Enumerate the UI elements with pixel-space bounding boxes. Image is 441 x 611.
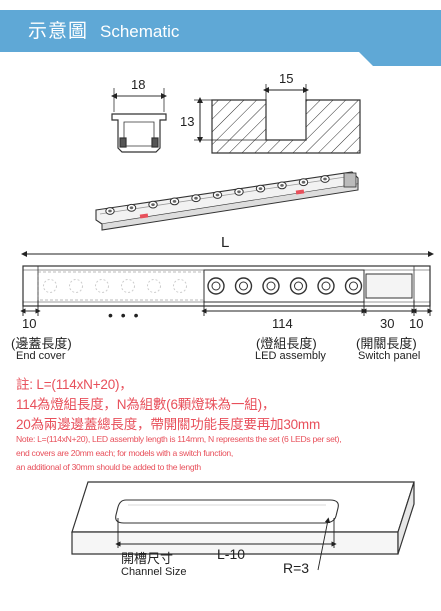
front-led-core [321,281,331,291]
header-banner: 示意圖 Schematic [0,0,441,66]
profile-width-label: 18 [131,77,146,92]
led-assembly-en: LED assembly [255,350,326,362]
note-en-line-3: an additional of 30mm should be added to… [16,462,201,472]
ghost-led [147,279,161,293]
note-cn-line-3: 20為兩邊邊蓋總長度，帶開關功能長度要再加30mm [16,417,321,432]
ghost-led [173,279,187,293]
bar-led-core [129,206,134,210]
channel-length-label: L-10 [217,546,246,562]
end-cover-right-value: 10 [409,316,424,331]
front-led [289,277,308,295]
continuation-dots: • • • [108,307,141,323]
header-banner-shape [0,10,441,66]
light-bar-front-view [22,265,431,307]
channel-size-cn: 開槽尺寸 [121,551,174,566]
note-cn-line-1: 註: L=(114xN+20)， [16,377,133,392]
bar-led-core [237,190,241,194]
title-en: Schematic [100,22,180,41]
front-led [262,277,280,295]
bar-led-core [301,180,306,184]
ghost-led [69,279,83,293]
front-led-core [211,281,221,291]
front-led [317,277,335,295]
front-led [344,277,363,295]
led-assembly-cn: (燈組長度) [256,336,317,351]
front-led-core [239,281,248,291]
end-cover-cn: (邊蓋長度) [11,336,72,351]
front-led-core [349,281,358,291]
switch-panel-cn: (開關長度) [356,336,417,351]
front-led-core [266,281,276,291]
groove-cross-section [194,84,361,154]
bar-led-core [280,184,284,187]
switch-panel-en: Switch panel [358,350,421,362]
bar-led-core [172,200,177,203]
front-led [234,277,253,295]
bar-led-core [323,177,327,181]
bar-led-core [215,193,220,197]
bar-led-core [258,187,263,191]
end-cover-en: End cover [16,350,66,362]
page-title: 示意圖 Schematic [28,16,179,43]
segment-dimensions [20,300,433,316]
ghost-led [95,279,109,293]
bar-leds [105,175,330,215]
channel-dimensions [115,517,337,571]
end-cover-value: 10 [22,316,37,331]
total-length-label: L [221,234,230,251]
bar-led-core [194,196,198,200]
bar-led-core [151,203,155,207]
title-cn: 示意圖 [28,21,89,42]
groove-depth-label: 13 [180,114,195,129]
note-cn-line-2: 114為燈組長度，N為組數(6顆燈珠為一組)， [16,397,276,412]
front-led [207,277,225,295]
bar-led-core [108,209,112,213]
led-assembly-value: 114 [272,316,293,331]
channel-radius-label: R=3 [283,560,310,576]
ghost-led [121,279,135,293]
front-led-core [294,281,303,291]
note-en-line-2: end covers are 20mm each; for models wit… [16,448,234,458]
front-leds [43,277,363,295]
ghost-led [43,279,57,293]
channel-size-en: Channel Size [121,566,187,578]
profile-end-view [111,88,167,153]
groove-width-label: 15 [279,71,294,86]
note-en-line-1: Note: L=(114xN+20), LED assembly length … [16,434,342,444]
light-bar-perspective [95,171,359,231]
channel-block [71,481,415,555]
switch-panel-value: 30 [380,316,395,331]
